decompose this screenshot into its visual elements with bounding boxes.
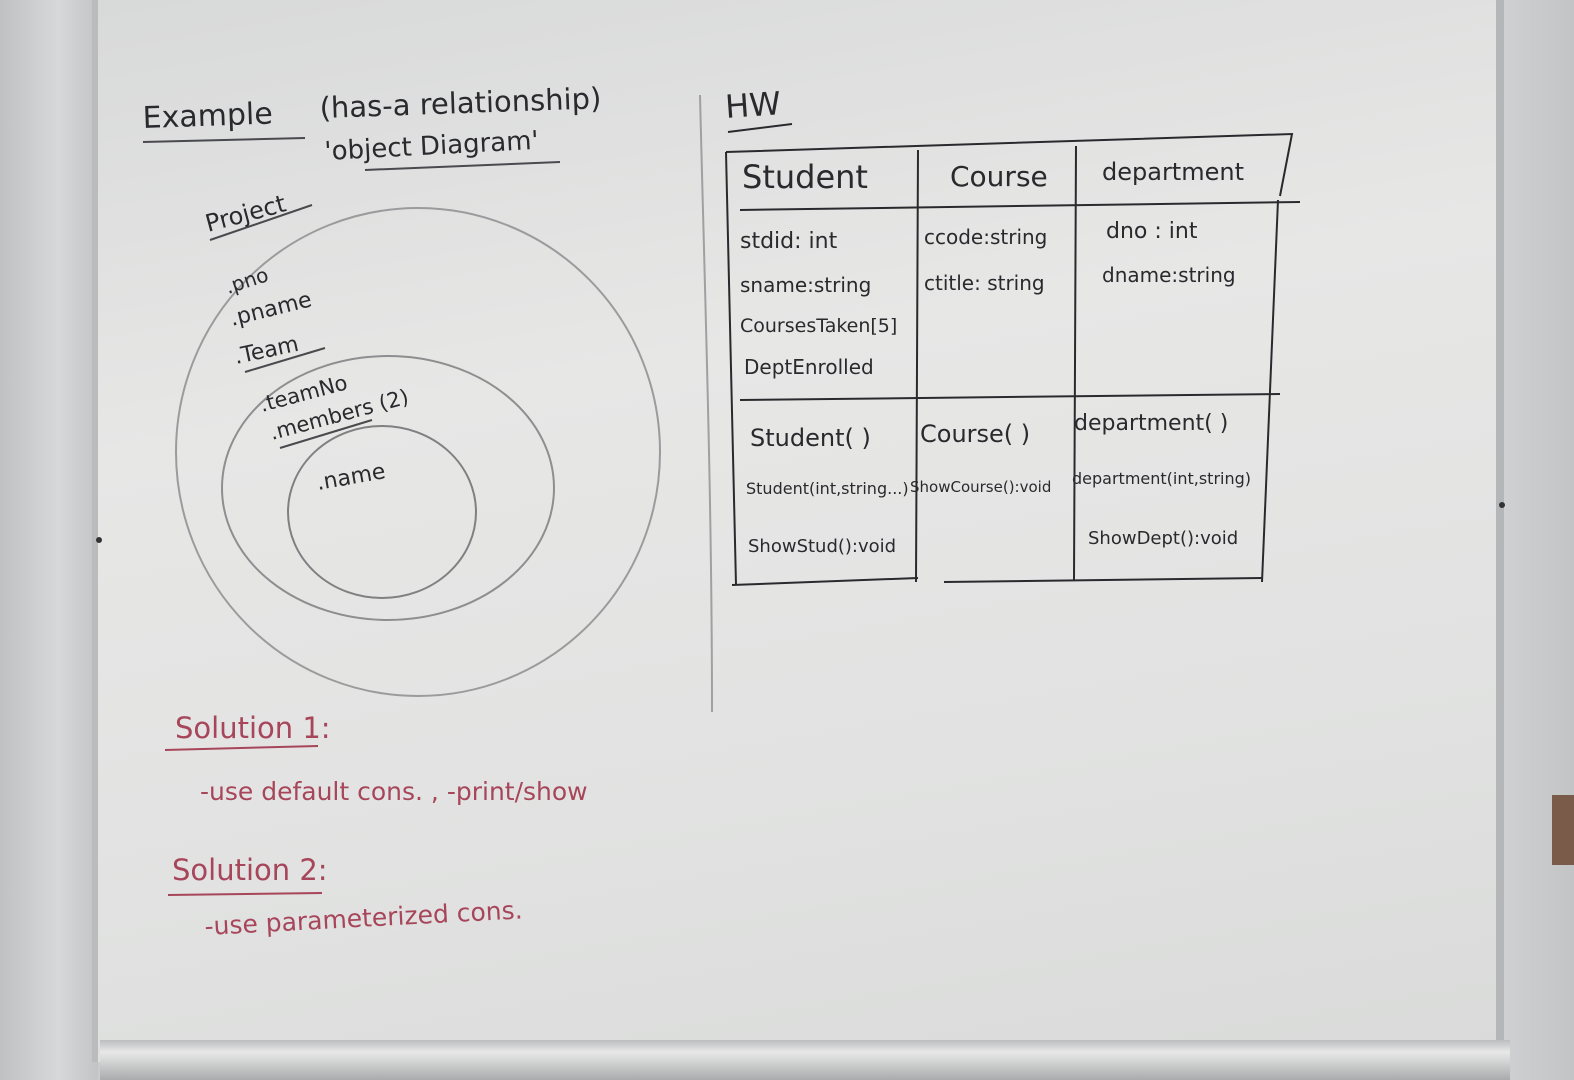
pno-field: .pno (222, 262, 271, 298)
marker-tray (100, 1040, 1510, 1080)
student-attr-sname: sname:string (740, 273, 871, 297)
hw-class-table (725, 132, 1301, 586)
course-attr-ctitle: ctitle: string (924, 271, 1045, 295)
student-attr-stdid: stdid: int (740, 229, 838, 254)
solution2-title: Solution 2: (172, 853, 328, 887)
student-method-show: ShowStud():void (748, 536, 896, 557)
course-method-show: ShowCourse():void (910, 478, 1051, 496)
project-circle (175, 207, 661, 697)
has-a-label: (has-a relationship) (319, 81, 602, 125)
student-method-default: Student( ) (750, 424, 871, 452)
solution1-underline (164, 745, 319, 751)
magnet-dot (96, 537, 102, 543)
board-clip (1552, 795, 1574, 865)
wall-right (1500, 0, 1574, 1080)
solution2-underline (167, 892, 323, 896)
course-method-default: Course( ) (920, 420, 1030, 448)
name-field: .name (315, 459, 388, 496)
course-attr-ccode: ccode:string (924, 225, 1047, 249)
solution2-line: -use parameterized cons. (204, 895, 523, 941)
student-method-param: Student(int,string...) (746, 479, 909, 498)
example-underline (142, 137, 306, 143)
hw-title: HW (724, 84, 782, 126)
example-label: Example (142, 96, 273, 136)
solution1-line: -use default cons. , -print/show (200, 777, 588, 806)
object-diagram-label: 'object Diagram' (324, 126, 540, 167)
department-method-show: ShowDept():void (1088, 528, 1238, 549)
project-underline (209, 204, 313, 241)
wall-left (0, 0, 98, 1080)
department-method-default: department( ) (1074, 411, 1228, 436)
team-underline (244, 347, 326, 373)
header-course: Course (950, 160, 1048, 193)
header-department: department (1102, 158, 1244, 186)
object-diagram-underline (364, 161, 561, 171)
department-attr-dno: dno : int (1106, 219, 1198, 244)
student-attr-courses: CoursesTaken[5] (740, 315, 897, 337)
project-label: Project (202, 189, 289, 237)
student-attr-dept: DeptEnrolled (744, 355, 874, 379)
member-circle (287, 425, 477, 599)
department-attr-dname: dname:string (1102, 263, 1236, 287)
divider-line (699, 94, 713, 713)
header-student: Student (742, 158, 868, 196)
magnet-dot (1499, 502, 1505, 508)
team-field: .Team (232, 332, 301, 370)
department-method-param: department(int,string) (1072, 469, 1251, 488)
whiteboard (92, 0, 1504, 1062)
hw-underline (727, 123, 793, 133)
team-circle (221, 355, 555, 621)
solution1-title: Solution 1: (175, 711, 331, 745)
members-underline (279, 419, 373, 449)
